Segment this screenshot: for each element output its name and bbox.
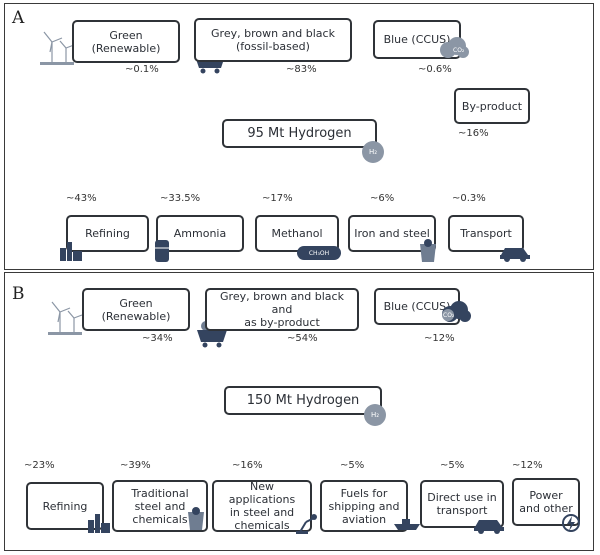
byproduct-box: By-product [454, 88, 530, 124]
source-green-share: ~0.1% [125, 64, 159, 75]
use-power-share: ~12% [512, 460, 543, 471]
hydrogen-total-box-b: 150 Mt Hydrogen [224, 386, 382, 415]
source-green-box: Green (Renewable) [82, 288, 190, 331]
use-methanol-box: Methanol [255, 215, 339, 252]
use-ammonia-box: Ammonia [156, 215, 244, 252]
use-steel-share: ~6% [370, 193, 395, 204]
source-fossil-box: Grey, brown and black (fossil-based) [194, 18, 352, 62]
use-new-applications-share: ~16% [232, 460, 263, 471]
use-methanol-share: ~17% [262, 193, 293, 204]
power-plug-icon [562, 514, 580, 532]
use-direct-transport-share: ~5% [440, 460, 465, 471]
h2-molecule-icon: H₂ [364, 404, 386, 426]
use-refining-share: ~43% [66, 193, 97, 204]
byproduct-share: ~16% [458, 128, 489, 139]
use-refining-share: ~23% [24, 460, 55, 471]
use-fuels-box: Fuels for shipping and aviation [320, 480, 408, 532]
use-direct-transport-box: Direct use in transport [420, 480, 504, 528]
use-refining-box: Refining [66, 215, 149, 252]
panel-b-label: B [12, 284, 25, 304]
source-green-box: Green (Renewable) [72, 20, 180, 63]
robot-arm-icon [296, 514, 317, 534]
source-fossil-box: Grey, brown and black and as by-product [205, 288, 359, 331]
source-fossil-share: ~54% [287, 333, 318, 344]
use-new-applications-box: New applications in steel and chemicals [212, 480, 312, 532]
source-fossil-share: ~83% [286, 64, 317, 75]
use-ammonia-share: ~33.5% [160, 193, 201, 204]
source-blue-share: ~0.6% [418, 64, 452, 75]
source-blue-share: ~12% [424, 333, 455, 344]
use-transport-share: ~0.3% [452, 193, 486, 204]
co2-cloud-icon: CO₂ [440, 37, 469, 58]
refinery-icon [60, 242, 82, 261]
use-traditional-share: ~39% [120, 460, 151, 471]
methanol-badge-icon: CH₃OH [297, 246, 341, 260]
steel-bucket-icon [188, 507, 204, 530]
co2-cloud-icon: CO₂ [442, 301, 471, 322]
steel-bucket-icon [420, 239, 436, 262]
wind-turbine-icon [48, 301, 83, 335]
use-fuels-share: ~5% [340, 460, 365, 471]
h2-molecule-icon: H₂ [362, 141, 384, 163]
ammonia-tank-icon [155, 240, 169, 262]
svg-text:CO₂: CO₂ [453, 47, 465, 54]
car-icon [500, 248, 530, 262]
ship-icon [394, 519, 420, 530]
car-icon [474, 520, 504, 534]
hydrogen-total-box-a: 95 Mt Hydrogen [222, 119, 377, 148]
source-green-share: ~34% [142, 333, 173, 344]
use-transport-box: Transport [448, 215, 524, 252]
use-power-box: Power and other [512, 478, 580, 526]
refinery-icon [88, 514, 110, 533]
panel-a-label: A [12, 8, 25, 28]
source-blue-box: Blue (CCUS) [374, 288, 460, 325]
svg-text:CO₂: CO₂ [443, 312, 455, 319]
